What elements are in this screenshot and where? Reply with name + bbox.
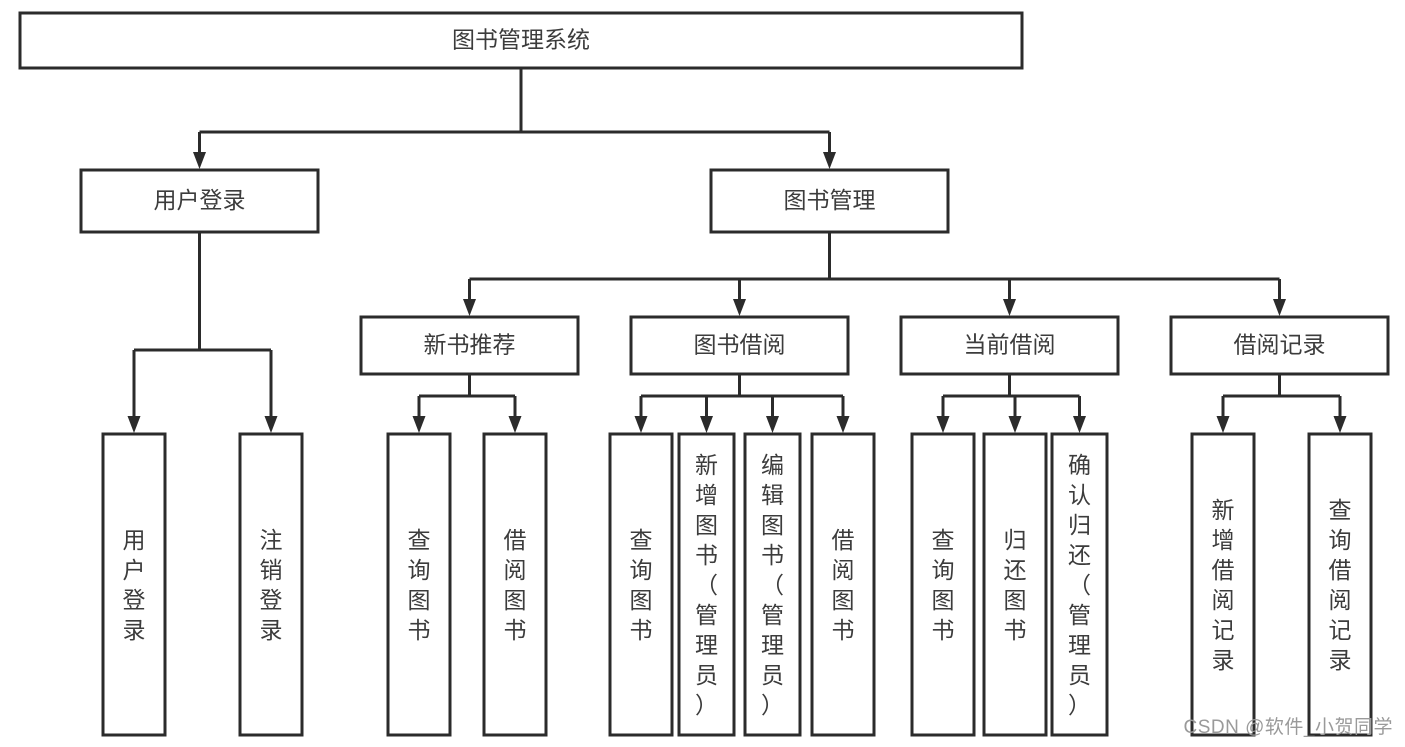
node-borrow-record[interactable]: 借阅记录 [1169,315,1390,376]
arrow-head-icon [1333,416,1347,433]
node-label-new-book-recommend: 新书推荐 [424,332,516,358]
node-label-leaf-query-book-current: 查询图书 [932,527,955,643]
node-leaf-query-borrow-record[interactable]: 查询借阅记录 [1307,432,1373,737]
node-current-borrow[interactable]: 当前借阅 [899,315,1120,376]
nodes-layer: 图书管理系统用户登录图书管理新书推荐图书借阅当前借阅借阅记录用户登录注销登录查询… [18,11,1390,737]
node-box-book-management[interactable] [709,168,950,234]
node-label-leaf-borrow-book-rec: 借阅图书 [504,527,527,643]
node-leaf-borrow-book-rec[interactable]: 借阅图书 [482,432,548,737]
arrow-head-icon [823,152,836,169]
node-box-leaf-edit-book-admin[interactable] [743,432,802,737]
node-book-borrow[interactable]: 图书借阅 [629,315,850,376]
arrow-head-icon [412,416,426,433]
arrow-head-icon [936,416,950,433]
node-box-leaf-logout[interactable] [238,432,304,737]
arrow-head-icon [766,416,779,433]
node-label-leaf-borrow-book-borrow: 借阅图书 [832,527,855,643]
node-user-login[interactable]: 用户登录 [79,168,320,234]
arrow-head-icon [508,416,522,433]
node-box-leaf-query-book-rec[interactable] [386,432,452,737]
node-label-leaf-return-book: 归还图书 [1004,527,1027,643]
arrow-head-icon [700,416,713,433]
arrow-head-icon [264,416,278,433]
node-box-leaf-query-book-current[interactable] [910,432,976,737]
node-leaf-query-book-rec[interactable]: 查询图书 [386,432,452,737]
node-box-current-borrow[interactable] [899,315,1120,376]
arrow-head-icon [463,299,476,316]
arrow-head-icon [127,416,141,433]
node-new-book-recommend[interactable]: 新书推荐 [359,315,580,376]
node-label-leaf-query-book-borrow: 查询图书 [630,527,653,643]
arrow-head-icon [1216,416,1230,433]
arrow-head-icon [1273,299,1286,316]
node-leaf-return-book[interactable]: 归还图书 [982,432,1048,737]
node-root[interactable]: 图书管理系统 [18,11,1024,70]
node-label-leaf-add-borrow-record: 新增借阅记录 [1212,497,1235,673]
node-label-leaf-logout: 注销登录 [260,527,283,643]
arrow-head-icon [1073,416,1086,433]
node-box-new-book-recommend[interactable] [359,315,580,376]
node-label-leaf-query-book-rec: 查询图书 [408,527,431,643]
node-box-leaf-user-login[interactable] [101,432,167,737]
node-box-leaf-add-book-admin[interactable] [677,432,736,737]
arrow-head-icon [836,416,850,433]
node-box-leaf-query-borrow-record[interactable] [1307,432,1373,737]
node-box-user-login[interactable] [79,168,320,234]
node-label-user-login: 用户登录 [154,187,246,213]
node-leaf-user-login[interactable]: 用户登录 [101,432,167,737]
node-box-borrow-record[interactable] [1169,315,1390,376]
node-label-leaf-confirm-return-admin: 确认归还（管理员） [1068,452,1091,718]
node-leaf-add-book-admin[interactable]: 新增图书（管理员） [677,432,736,737]
arrow-head-icon [733,299,746,316]
node-leaf-add-borrow-record[interactable]: 新增借阅记录 [1190,432,1256,737]
node-label-root: 图书管理系统 [452,27,590,53]
node-label-leaf-add-book-admin: 新增图书（管理员） [695,452,718,718]
node-leaf-logout[interactable]: 注销登录 [238,432,304,737]
arrow-head-icon [193,152,206,169]
arrow-head-icon [634,416,648,433]
node-box-leaf-query-book-borrow[interactable] [608,432,674,737]
node-box-leaf-confirm-return-admin[interactable] [1050,432,1109,737]
node-label-book-management: 图书管理 [784,187,876,213]
node-label-leaf-user-login: 用户登录 [123,527,146,643]
node-label-borrow-record: 借阅记录 [1234,332,1326,358]
arrow-head-icon [1003,299,1016,316]
node-book-management[interactable]: 图书管理 [709,168,950,234]
node-box-leaf-add-borrow-record[interactable] [1190,432,1256,737]
node-label-book-borrow: 图书借阅 [694,332,786,358]
node-leaf-query-book-borrow[interactable]: 查询图书 [608,432,674,737]
node-box-root[interactable] [18,11,1024,70]
node-label-leaf-edit-book-admin: 编辑图书（管理员） [761,452,784,718]
connectors-layer [127,68,1347,433]
node-box-leaf-borrow-book-borrow[interactable] [810,432,876,737]
node-box-leaf-return-book[interactable] [982,432,1048,737]
node-label-leaf-query-borrow-record: 查询借阅记录 [1329,497,1352,673]
node-leaf-confirm-return-admin[interactable]: 确认归还（管理员） [1050,432,1109,737]
arrow-head-icon [1008,416,1022,433]
node-leaf-borrow-book-borrow[interactable]: 借阅图书 [810,432,876,737]
node-label-current-borrow: 当前借阅 [964,332,1056,358]
node-box-book-borrow[interactable] [629,315,850,376]
node-leaf-edit-book-admin[interactable]: 编辑图书（管理员） [743,432,802,737]
node-box-leaf-borrow-book-rec[interactable] [482,432,548,737]
node-leaf-query-book-current[interactable]: 查询图书 [910,432,976,737]
